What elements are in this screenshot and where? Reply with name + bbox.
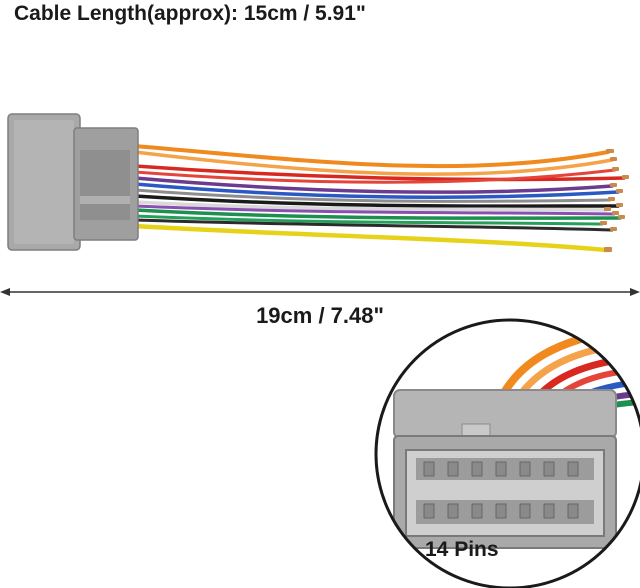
pin-count-label: 14 Pins (425, 538, 499, 561)
pin-row-top (423, 461, 579, 477)
total-length-label: 19cm / 7.48" (256, 303, 384, 328)
wire-purple-2 (133, 204, 616, 216)
wire-bundle (132, 144, 626, 253)
wire-red-1 (133, 164, 626, 182)
wire-orange-1 (133, 144, 610, 169)
connector-closeup (374, 318, 640, 588)
stripped-wire-tips (600, 149, 629, 252)
wire-blue-1 (133, 182, 620, 200)
wire-black-1 (133, 194, 620, 208)
wire-black-2 (133, 218, 614, 232)
wire-yellow-1 (132, 223, 609, 253)
cable-length-caption: Cable Length(approx): 15cm / 5.91" (14, 2, 366, 25)
wire-green-1 (133, 208, 622, 220)
wiring-harness (7, 113, 629, 253)
wire-orange-2 (133, 150, 614, 176)
wire-purple-1 (133, 176, 614, 194)
wire-white-1 (133, 200, 608, 212)
harness-connector (7, 113, 139, 251)
wire-green-2 (133, 214, 604, 226)
pin-row-bottom (423, 503, 579, 519)
dimension-arrow (0, 288, 640, 296)
wire-grey-1 (133, 188, 612, 203)
wire-red-2 (133, 168, 617, 184)
